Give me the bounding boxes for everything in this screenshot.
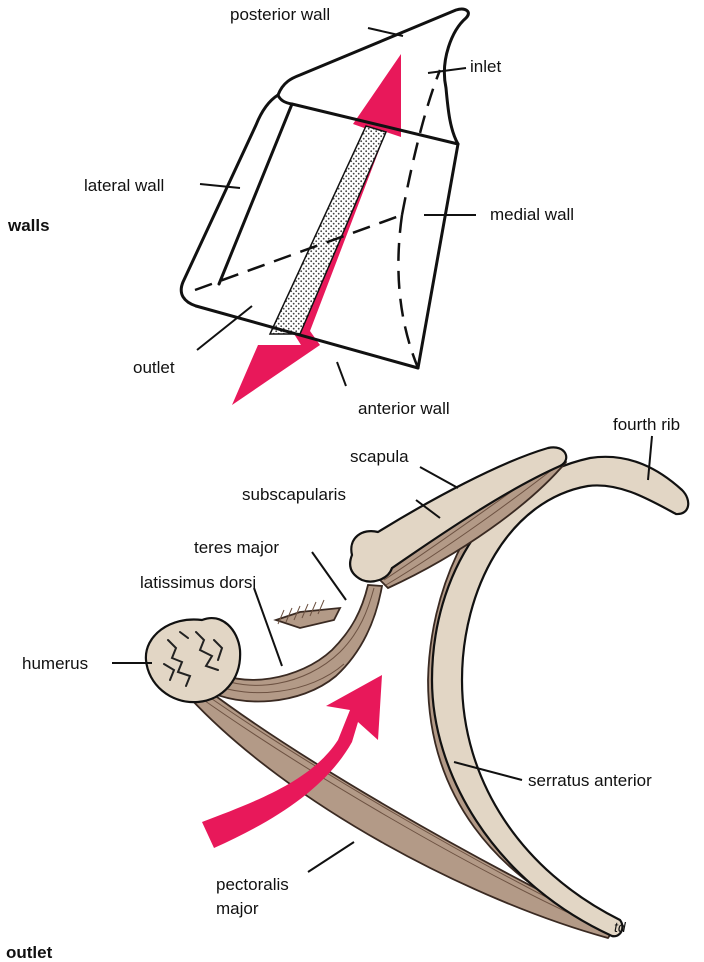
walls-diagram: posterior wall inlet lateral wall medial… bbox=[84, 5, 574, 418]
lateral-wall-label: lateral wall bbox=[84, 176, 164, 195]
axilla-passage-arrow bbox=[232, 54, 401, 405]
humerus bbox=[146, 618, 240, 702]
outlet-side-label: outlet bbox=[6, 943, 53, 962]
serratus-anterior-label: serratus anterior bbox=[528, 771, 652, 790]
latissimus-dorsi-label: latissimus dorsi bbox=[140, 573, 256, 592]
inlet-label: inlet bbox=[470, 57, 501, 76]
artist-signature: td bbox=[614, 919, 627, 935]
humerus-label: humerus bbox=[22, 654, 88, 673]
scapula-label: scapula bbox=[350, 447, 409, 466]
subscapularis-label: subscapularis bbox=[242, 485, 346, 504]
anterior-wall-label: anterior wall bbox=[358, 399, 450, 418]
neurovascular-band bbox=[270, 126, 386, 334]
walls-side-label: walls bbox=[7, 216, 50, 235]
teres-major-label: teres major bbox=[194, 538, 279, 557]
outlet-diagram: fourth rib scapula subscapularis teres m… bbox=[22, 415, 688, 938]
medial-wall-label: medial wall bbox=[490, 205, 574, 224]
outlet-label: outlet bbox=[133, 358, 175, 377]
posterior-wall-label: posterior wall bbox=[230, 5, 330, 24]
pectoralis-major-label-line1: pectoralis bbox=[216, 875, 289, 894]
pectoralis-major-label-line2: major bbox=[216, 899, 259, 918]
fourth-rib-label: fourth rib bbox=[613, 415, 680, 434]
wall-outlines bbox=[181, 9, 468, 368]
